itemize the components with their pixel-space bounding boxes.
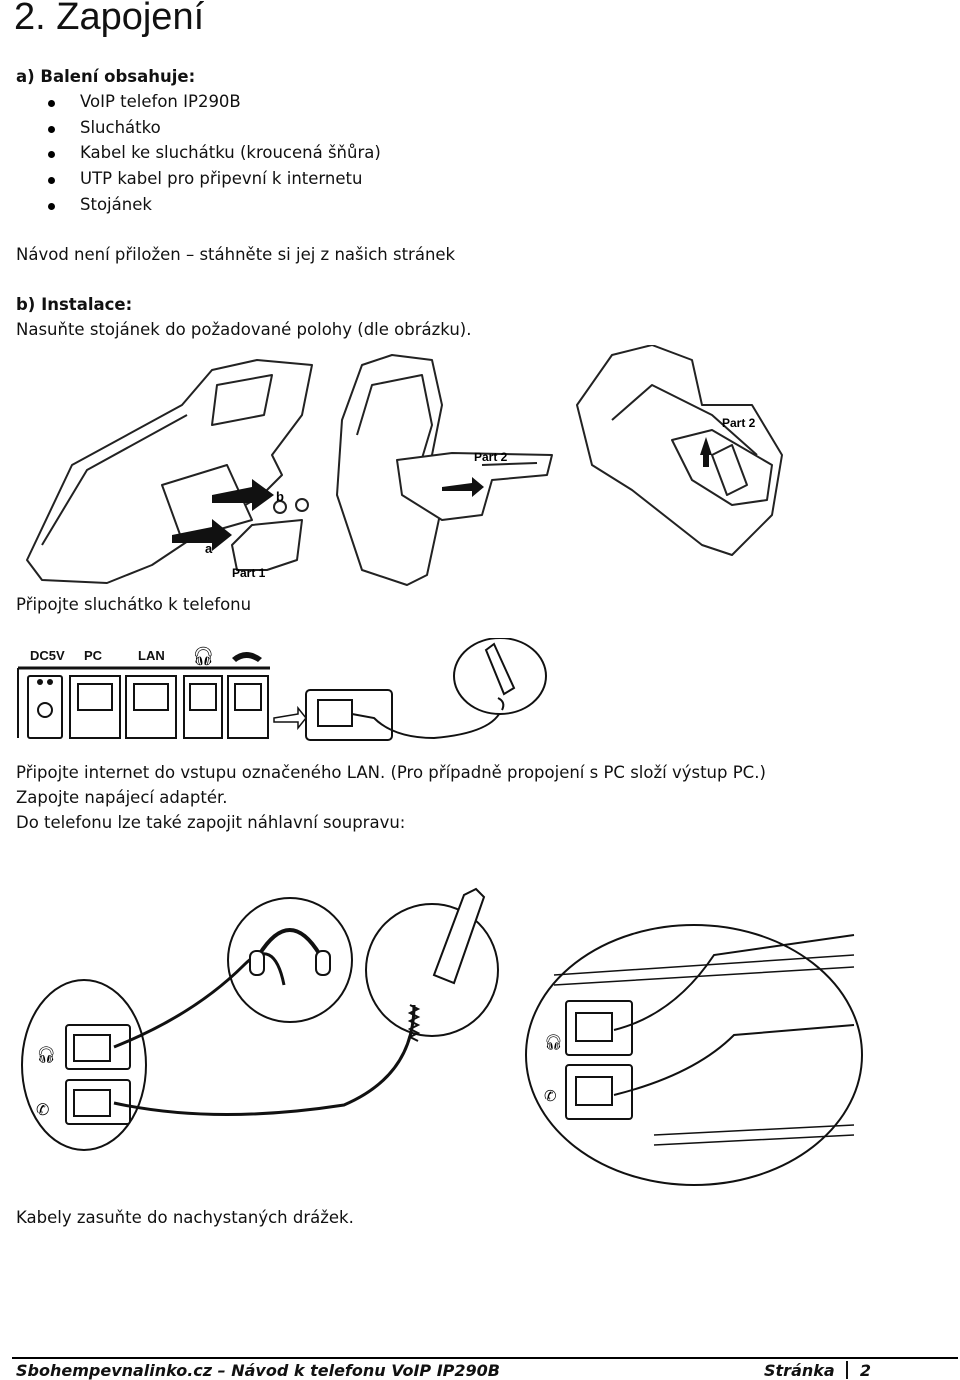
install-step-headset: Do telefonu lze také zapojit náhlavní so… [16,813,406,832]
install-title: b) Instalace: [16,295,133,314]
list-item: Stojánek [36,195,381,221]
package-title: a) Balení obsahuje: [16,67,196,86]
list-item: Kabel ke sluchátku (kroucená šňůra) [36,143,381,169]
label-part1: Part 1 [232,566,266,580]
footer-page: Stránka 2 [764,1361,871,1380]
label-part2b: Part 2 [722,416,756,430]
port-label-lan: LAN [138,648,165,663]
stand-installation-figure: b a Part 1 Part 2 Part 2 [26,345,783,586]
install-step-cables: Kabely zasuňte do nachystaných drážek. [16,1208,354,1227]
headset-port-icon: 🎧︎ [544,1033,563,1051]
manual-note: Návod není přiložen – stáhněte si jej z … [16,245,456,264]
port-label-pc: PC [84,648,103,663]
footer-title: Sbohempevnalinko.cz – Návod k telefonu V… [16,1361,500,1380]
headset-port-icon: 🎧︎ [36,1045,56,1064]
list-item: Sluchátko [36,118,381,144]
install-step-lan: Připojte internet do vstupu označeného L… [16,763,766,782]
label-b: b [276,489,284,504]
footer-separator [846,1361,849,1379]
headset-cable-figure: 🎧︎ ✆ 🎧︎ ✆ [21,887,863,1186]
install-step-power: Zapojte napájecí adaptér. [16,788,228,807]
handset-port-icon: ✆ [544,1087,557,1105]
label-a: a [205,541,213,556]
label-part2a: Part 2 [474,450,508,464]
install-step-handset: Připojte sluchátko k telefonu [16,595,252,614]
list-item: VoIP telefon IP290B [36,92,381,118]
page-heading: 2. Zapojení [14,0,205,38]
ports-handset-figure: DC5V PC LAN 🎧︎ [17,638,547,741]
list-item: UTP kabel pro připevní k internetu [36,169,381,195]
package-list: VoIP telefon IP290B Sluchátko Kabel ke s… [36,92,381,220]
install-step-stand: Nasuňte stojánek do požadované polohy (d… [16,320,472,339]
port-label-dc5v: DC5V [30,648,65,663]
footer-page-number: 2 [859,1361,871,1380]
handset-port-icon [232,652,262,662]
footer-divider [12,1357,958,1359]
headset-port-icon: 🎧︎ [192,646,215,667]
footer-page-label: Stránka [764,1361,835,1380]
handset-port-icon: ✆ [36,1100,49,1119]
